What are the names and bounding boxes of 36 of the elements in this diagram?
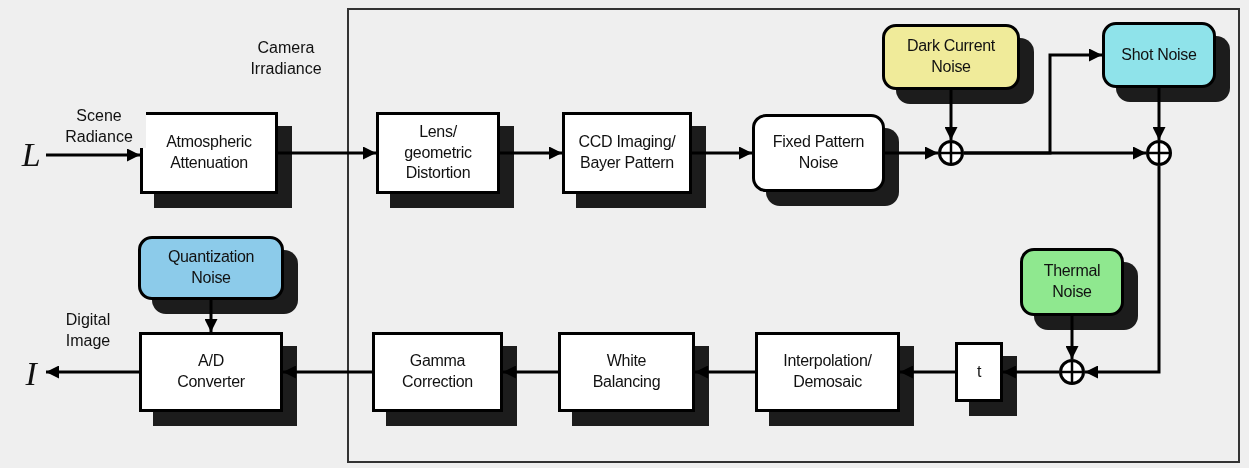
block-label: t	[976, 361, 982, 382]
arrow	[500, 146, 562, 160]
arrow	[1085, 166, 1161, 379]
block-label: Dark Current Noise	[906, 36, 996, 77]
arrow	[695, 365, 755, 379]
block-label: Interpolation/ Demosaic	[782, 351, 873, 392]
arrow	[1003, 365, 1059, 379]
block-label: A/D Converter	[176, 351, 246, 392]
arrow	[964, 48, 1102, 155]
summing-junction	[1146, 140, 1172, 166]
signal-symbol: L	[21, 134, 41, 175]
arrow	[944, 90, 958, 140]
signal-symbol: I	[25, 353, 37, 394]
arrow	[278, 146, 376, 160]
arrow	[1065, 316, 1079, 359]
block-label: Gamma Correction	[401, 351, 474, 392]
block-label: Shot Noise	[1121, 44, 1197, 65]
arrow	[900, 365, 955, 379]
summing-junction	[938, 140, 964, 166]
arrow	[204, 300, 218, 332]
arrow	[46, 365, 139, 379]
arrow	[885, 146, 938, 160]
block-label: CCD Imaging/ Bayer Pattern	[577, 132, 677, 173]
arrow	[692, 146, 752, 160]
block-label: Atmospheric Attenuation	[165, 132, 253, 173]
block-label: White Balancing	[591, 351, 662, 392]
block-label: Fixed Pattern Noise	[771, 132, 866, 173]
arrow	[503, 365, 558, 379]
block-label: Lens/ geometric Distortion	[403, 121, 473, 184]
block-label: Quantization Noise	[166, 247, 256, 288]
summing-junction	[1059, 359, 1085, 385]
camera-panel	[347, 8, 1240, 463]
arrow	[1152, 88, 1166, 140]
block-label: Thermal Noise	[1042, 261, 1102, 302]
arrow	[46, 148, 140, 162]
arrow	[283, 365, 372, 379]
